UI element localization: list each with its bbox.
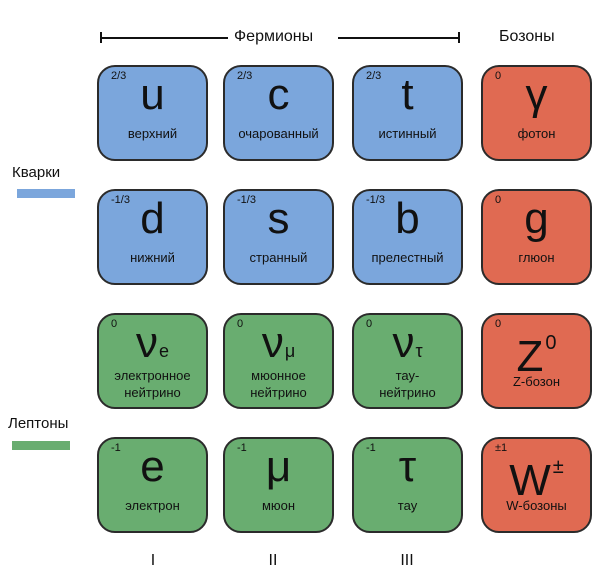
particle-card-w-boson: ±1 W± W-бозоны bbox=[481, 437, 592, 533]
particle-card-charm: 2/3 c очарованный bbox=[223, 65, 334, 161]
particle-card-top: 2/3 t истинный bbox=[352, 65, 463, 161]
quarks-legend-swatch bbox=[17, 189, 75, 198]
charge-label: -1 bbox=[366, 442, 376, 454]
particle-symbol: d bbox=[140, 194, 165, 243]
particle-card-tau-neutrino: 0 ντ тау- нейтрино bbox=[352, 313, 463, 409]
particle-symbol: e bbox=[140, 442, 165, 491]
particle-symbol: u bbox=[140, 70, 165, 119]
particle-card-electron: -1 e электрон bbox=[97, 437, 208, 533]
leptons-legend-swatch bbox=[12, 441, 70, 450]
charge-label: 2/3 bbox=[111, 70, 127, 82]
particle-symbol: s bbox=[267, 194, 290, 243]
particle-symbol: νe bbox=[135, 318, 169, 367]
particle-symbol: c bbox=[267, 70, 290, 119]
particle-card-up: 2/3 u верхний bbox=[97, 65, 208, 161]
particle-name: тау- нейтрино bbox=[379, 368, 436, 400]
charge-label: 0 bbox=[366, 318, 373, 330]
particle-name: странный bbox=[249, 250, 308, 265]
particle-name: прелестный bbox=[371, 250, 444, 265]
particle-card-muon-neutrino: 0 νμ мюонное нейтрино bbox=[223, 313, 334, 409]
particle-name: мюонное нейтрино bbox=[250, 368, 307, 400]
charge-label: 0 bbox=[495, 194, 502, 206]
particle-card-muon: -1 μ мюон bbox=[223, 437, 334, 533]
generation-label-2: II bbox=[268, 552, 278, 569]
particle-card-tau: -1 τ тау bbox=[352, 437, 463, 533]
particle-name: верхний bbox=[127, 126, 178, 141]
particle-symbol: ντ bbox=[392, 318, 423, 367]
fermions-bracket-line-right bbox=[338, 37, 460, 39]
generation-label-3: III bbox=[400, 552, 414, 569]
charge-label: -1/3 bbox=[366, 194, 385, 206]
particle-name: электронное нейтрино bbox=[114, 368, 191, 400]
charge-label: 0 bbox=[111, 318, 118, 330]
particle-name: глюон bbox=[518, 250, 555, 265]
charge-label: 0 bbox=[495, 318, 502, 330]
particle-name: фотон bbox=[517, 126, 556, 141]
particle-name: очарованный bbox=[238, 126, 319, 141]
fermions-bracket-tick-left bbox=[100, 32, 102, 43]
particle-name: тау bbox=[397, 498, 418, 513]
charge-label: -1 bbox=[111, 442, 121, 454]
charge-label: ±1 bbox=[495, 442, 508, 454]
particle-name: мюон bbox=[261, 498, 296, 513]
particle-card-electron-neutrino: 0 νe электронное нейтрино bbox=[97, 313, 208, 409]
fermions-bracket-line-left bbox=[100, 37, 228, 39]
particle-symbol: μ bbox=[265, 442, 292, 491]
particle-card-strange: -1/3 s странный bbox=[223, 189, 334, 285]
particle-name: W-бозоны bbox=[506, 498, 567, 513]
particle-symbol: t bbox=[401, 70, 414, 119]
generation-label-1: I bbox=[150, 552, 156, 569]
particle-card-gluon: 0 g глюон bbox=[481, 189, 592, 285]
charge-label: 2/3 bbox=[237, 70, 253, 82]
particle-card-photon: 0 γ фотон bbox=[481, 65, 592, 161]
charge-label: -1 bbox=[237, 442, 247, 454]
leptons-legend-label: Лептоны bbox=[8, 415, 69, 432]
particle-symbol: W± bbox=[509, 456, 564, 505]
particle-name: истинный bbox=[378, 126, 437, 141]
particle-name: нижний bbox=[130, 250, 175, 265]
fermions-bracket-tick-right bbox=[458, 32, 460, 43]
charge-label: 2/3 bbox=[366, 70, 382, 82]
bosons-label: Бозоны bbox=[499, 28, 555, 45]
quarks-legend-label: Кварки bbox=[12, 164, 61, 181]
particle-name: электрон bbox=[125, 498, 180, 513]
fermions-label: Фермионы bbox=[234, 28, 314, 45]
particle-card-down: -1/3 d нижний bbox=[97, 189, 208, 285]
particle-symbol: b bbox=[395, 194, 420, 243]
particle-symbol: γ bbox=[525, 70, 548, 119]
particle-symbol: νμ bbox=[261, 318, 296, 367]
charge-label: 0 bbox=[495, 70, 502, 82]
particle-card-bottom: -1/3 b прелестный bbox=[352, 189, 463, 285]
charge-label: -1/3 bbox=[237, 194, 256, 206]
charge-label: -1/3 bbox=[111, 194, 130, 206]
particle-symbol: τ bbox=[398, 442, 417, 491]
particle-name: Z-бозон bbox=[512, 374, 561, 389]
particle-symbol: g bbox=[524, 194, 549, 243]
charge-label: 0 bbox=[237, 318, 244, 330]
